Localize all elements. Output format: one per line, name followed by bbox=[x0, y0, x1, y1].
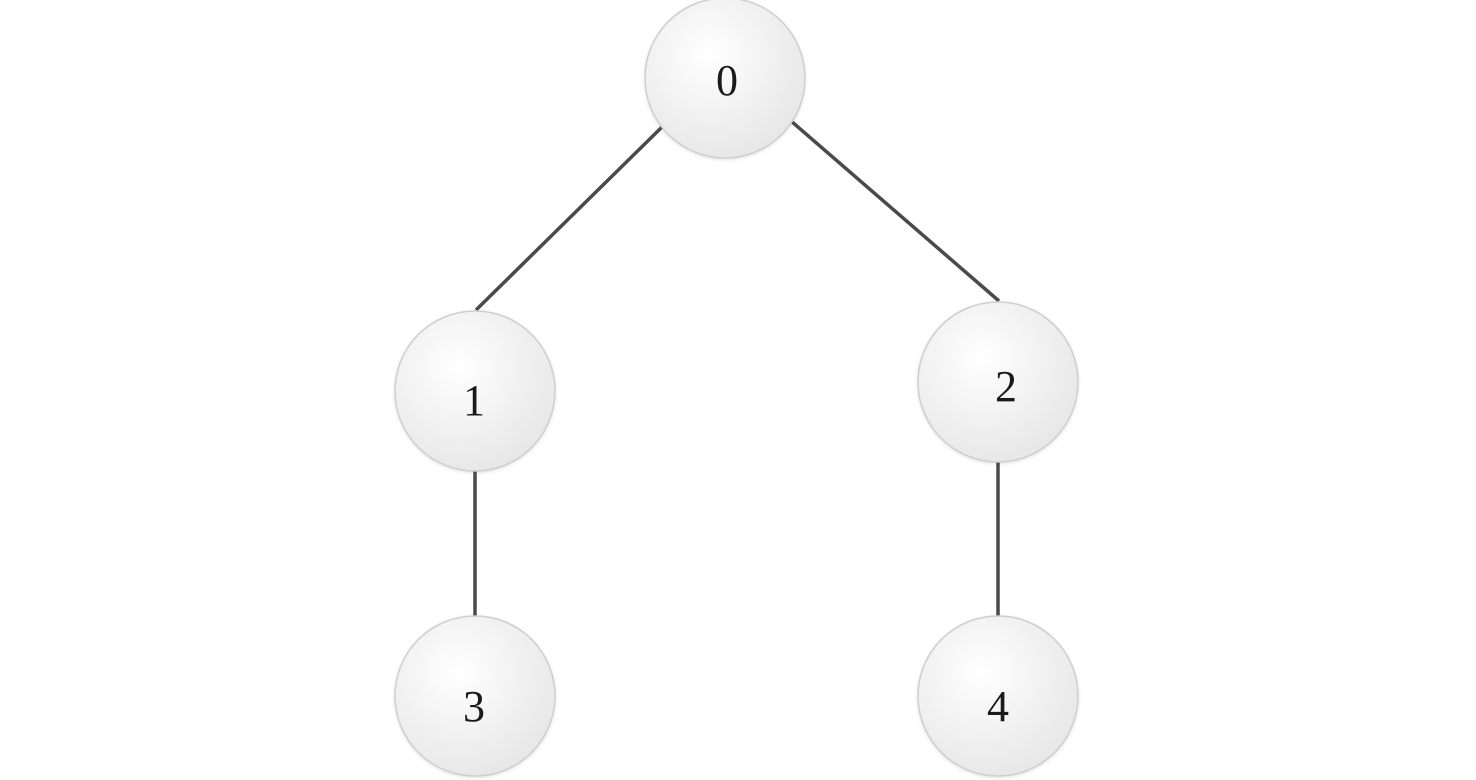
node-circle-0 bbox=[644, 0, 806, 159]
tree-node-0: 0 bbox=[644, 0, 806, 159]
edge-0-1 bbox=[474, 125, 664, 312]
node-circle-4 bbox=[917, 615, 1079, 777]
node-circle-3 bbox=[394, 615, 556, 777]
edges-layer bbox=[473, 119, 1001, 617]
node-label-3: 3 bbox=[463, 682, 485, 731]
node-label-2: 2 bbox=[995, 362, 1017, 411]
node-label-0: 0 bbox=[716, 56, 738, 105]
node-circle-1 bbox=[394, 310, 556, 472]
tree-node-3: 3 bbox=[394, 615, 556, 777]
node-label-1: 1 bbox=[463, 376, 485, 425]
node-label-4: 4 bbox=[987, 682, 1009, 731]
tree-node-2: 2 bbox=[917, 301, 1079, 463]
nodes-layer: 0 1 2 3 4 bbox=[394, 0, 1079, 777]
node-circle-2 bbox=[917, 301, 1079, 463]
edge-0-2 bbox=[789, 119, 1001, 303]
tree-node-1: 1 bbox=[394, 310, 556, 472]
tree-node-4: 4 bbox=[917, 615, 1079, 777]
